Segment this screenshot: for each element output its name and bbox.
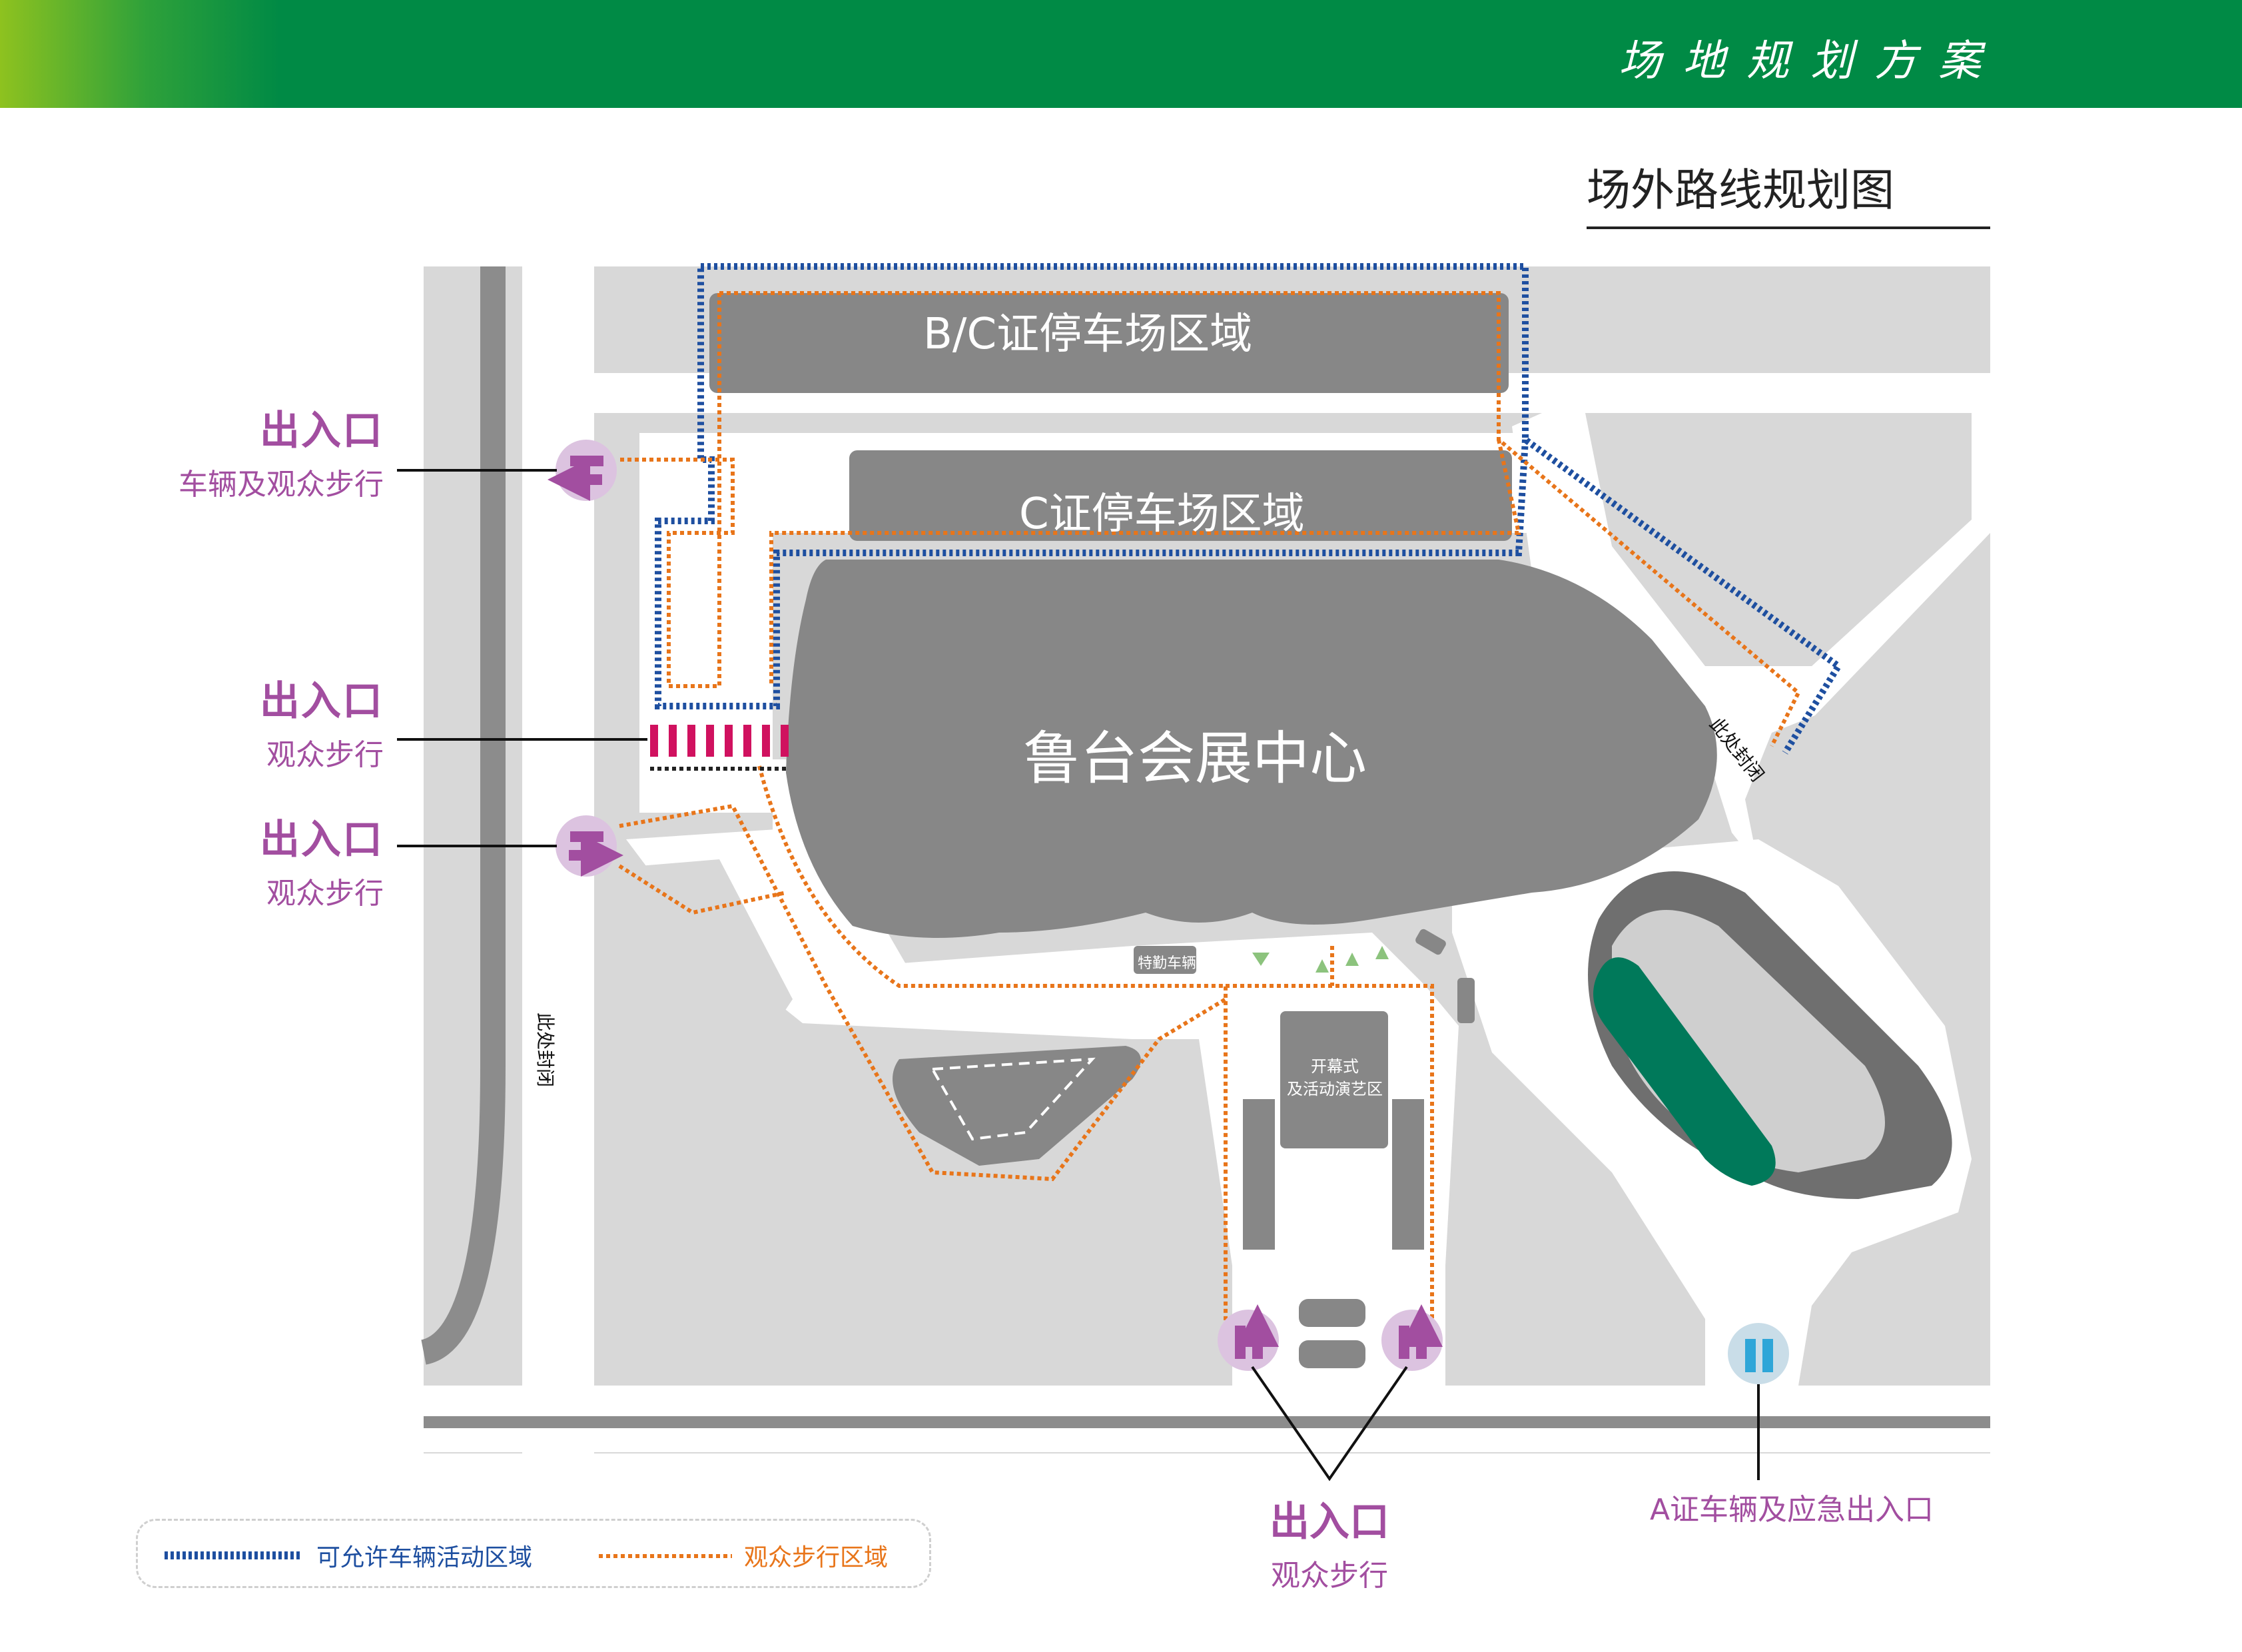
entrance-desc: 观众步行 xyxy=(266,738,384,772)
vip-marker-1 xyxy=(1415,929,1446,955)
entrance-desc: 观众步行 xyxy=(266,877,384,911)
bc-parking-label: B/C证停车场区域 xyxy=(923,310,1253,359)
c-parking-block xyxy=(849,450,1512,541)
special-vehicle-tag xyxy=(1134,946,1196,974)
exhibition-center-label: 鲁台会展中心 xyxy=(1023,725,1367,792)
closed-note-west: 此处封闭 xyxy=(534,1013,556,1088)
entrance-icon-west-top xyxy=(556,440,617,501)
entrance-label-west-middle: 出入口 观众步行 xyxy=(127,669,384,773)
entrance-label-west-lower: 出入口 观众步行 xyxy=(127,807,384,912)
entrance-label-south: 出入口 观众步行 xyxy=(1196,1489,1463,1594)
legend-vehicle-swatch xyxy=(165,1551,302,1559)
subtitle-underline xyxy=(1587,226,1990,229)
legend-pedestrian-label: 观众步行区域 xyxy=(744,1544,889,1571)
stage-block xyxy=(1280,1011,1388,1148)
entrance-desc: 观众步行 xyxy=(1271,1559,1388,1593)
exhibition-building xyxy=(786,560,1717,938)
entrance-desc: 车辆及观众步行 xyxy=(179,468,384,502)
header-banner: 场地规划方案 xyxy=(0,0,2242,108)
stage-label: 开幕式 及活动演艺区 xyxy=(1287,1057,1383,1098)
entrance-title: 出入口 xyxy=(1270,1499,1389,1545)
stage-side-right xyxy=(1392,1099,1424,1250)
stage-side-left xyxy=(1243,1099,1275,1250)
vehicle-route xyxy=(655,263,1843,755)
legend-pedestrian-swatch xyxy=(599,1554,732,1558)
legend-vehicle-label: 可允许车辆活动区域 xyxy=(316,1544,533,1571)
header-title: 场地规划方案 xyxy=(1619,37,2002,86)
entrance-icon-west-lower xyxy=(556,815,617,877)
legend: 可允许车辆活动区域 观众步行区域 xyxy=(136,1519,931,1588)
entrance-label-east-a: A证车辆及应急出入口 xyxy=(1649,1493,1934,1527)
entrance-title: 出入口 xyxy=(260,408,384,454)
painting-exhibit-zone xyxy=(1593,957,1776,1186)
south-block-2 xyxy=(1299,1340,1365,1368)
pedestrian-route xyxy=(618,291,1801,1332)
south-block-1 xyxy=(1299,1299,1365,1327)
entrance-title: 出入口 xyxy=(260,817,384,863)
leader-lines xyxy=(397,469,1760,1481)
entrance-label-west-top: 出入口 车辆及观众步行 xyxy=(127,398,384,503)
west-road-edge xyxy=(420,266,506,1365)
c-parking-label: C证停车场区域 xyxy=(1019,490,1305,539)
crosswalk xyxy=(650,725,789,757)
green-arrow-icons xyxy=(1252,946,1389,973)
grass-blocks xyxy=(596,413,1990,1386)
vip-marker-2 xyxy=(1457,978,1475,1023)
special-vehicles-label: 特勤车辆 xyxy=(1138,955,1197,972)
page-subtitle: 场外路线规划图 xyxy=(1587,165,1894,216)
main-road-line xyxy=(424,1416,1990,1428)
entrance-icon-south-left xyxy=(1218,1310,1279,1371)
entrance-icon-south-right xyxy=(1381,1310,1443,1371)
entrance-icon-east-a xyxy=(1728,1323,1789,1384)
bc-parking-block xyxy=(709,293,1509,393)
entrance-title: 出入口 xyxy=(260,678,384,725)
